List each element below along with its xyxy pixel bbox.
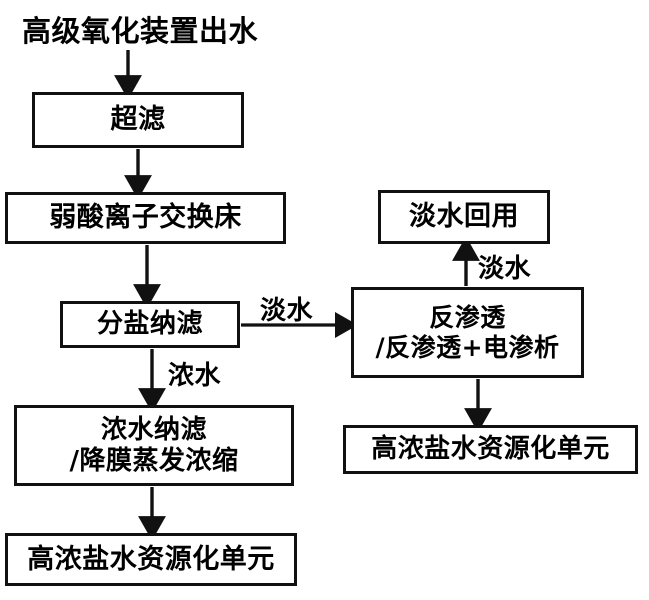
node-fresh-water-reuse[interactable]: 淡水回用 <box>378 190 550 244</box>
edge-label-fresh-water-to-ro: 淡水 <box>260 296 314 326</box>
node-salt-separation-nanofiltration-label: 分盐纳滤 <box>96 309 203 340</box>
node-weak-acid-ion-exchange-bed-label: 弱酸离子交换床 <box>49 202 242 234</box>
source-label-advanced-oxidation-effluent: 高级氧化装置出水 <box>22 14 259 48</box>
node-high-salinity-brine-resource-unit-right-label: 高浓盐水资源化单元 <box>371 434 610 465</box>
node-high-salinity-brine-resource-unit-left[interactable]: 高浓盐水资源化单元 <box>5 533 297 586</box>
node-concentrate-nanofiltration-falling-film-evaporation-label: 浓水纳滤 /降膜蒸发浓缩 <box>69 414 239 476</box>
edge-label-concentrate-water: 浓水 <box>168 361 222 391</box>
node-fresh-water-reuse-label: 淡水回用 <box>409 201 519 233</box>
node-concentrate-nanofiltration-falling-film-evaporation[interactable]: 浓水纳滤 /降膜蒸发浓缩 <box>14 405 294 486</box>
node-reverse-osmosis-electrodialysis[interactable]: 反渗透 /反渗透+电渗析 <box>351 287 584 378</box>
edge-label-fresh-water-to-reuse: 淡水 <box>478 254 532 284</box>
node-high-salinity-brine-resource-unit-right[interactable]: 高浓盐水资源化单元 <box>343 425 638 474</box>
node-ultrafiltration-label: 超滤 <box>110 104 166 136</box>
node-salt-separation-nanofiltration[interactable]: 分盐纳滤 <box>60 301 240 348</box>
node-ultrafiltration[interactable]: 超滤 <box>32 92 244 148</box>
node-high-salinity-brine-resource-unit-left-label: 高浓盐水资源化单元 <box>27 543 275 575</box>
node-weak-acid-ion-exchange-bed[interactable]: 弱酸离子交换床 <box>5 192 286 244</box>
node-reverse-osmosis-electrodialysis-label: 反渗透 /反渗透+电渗析 <box>375 303 560 362</box>
